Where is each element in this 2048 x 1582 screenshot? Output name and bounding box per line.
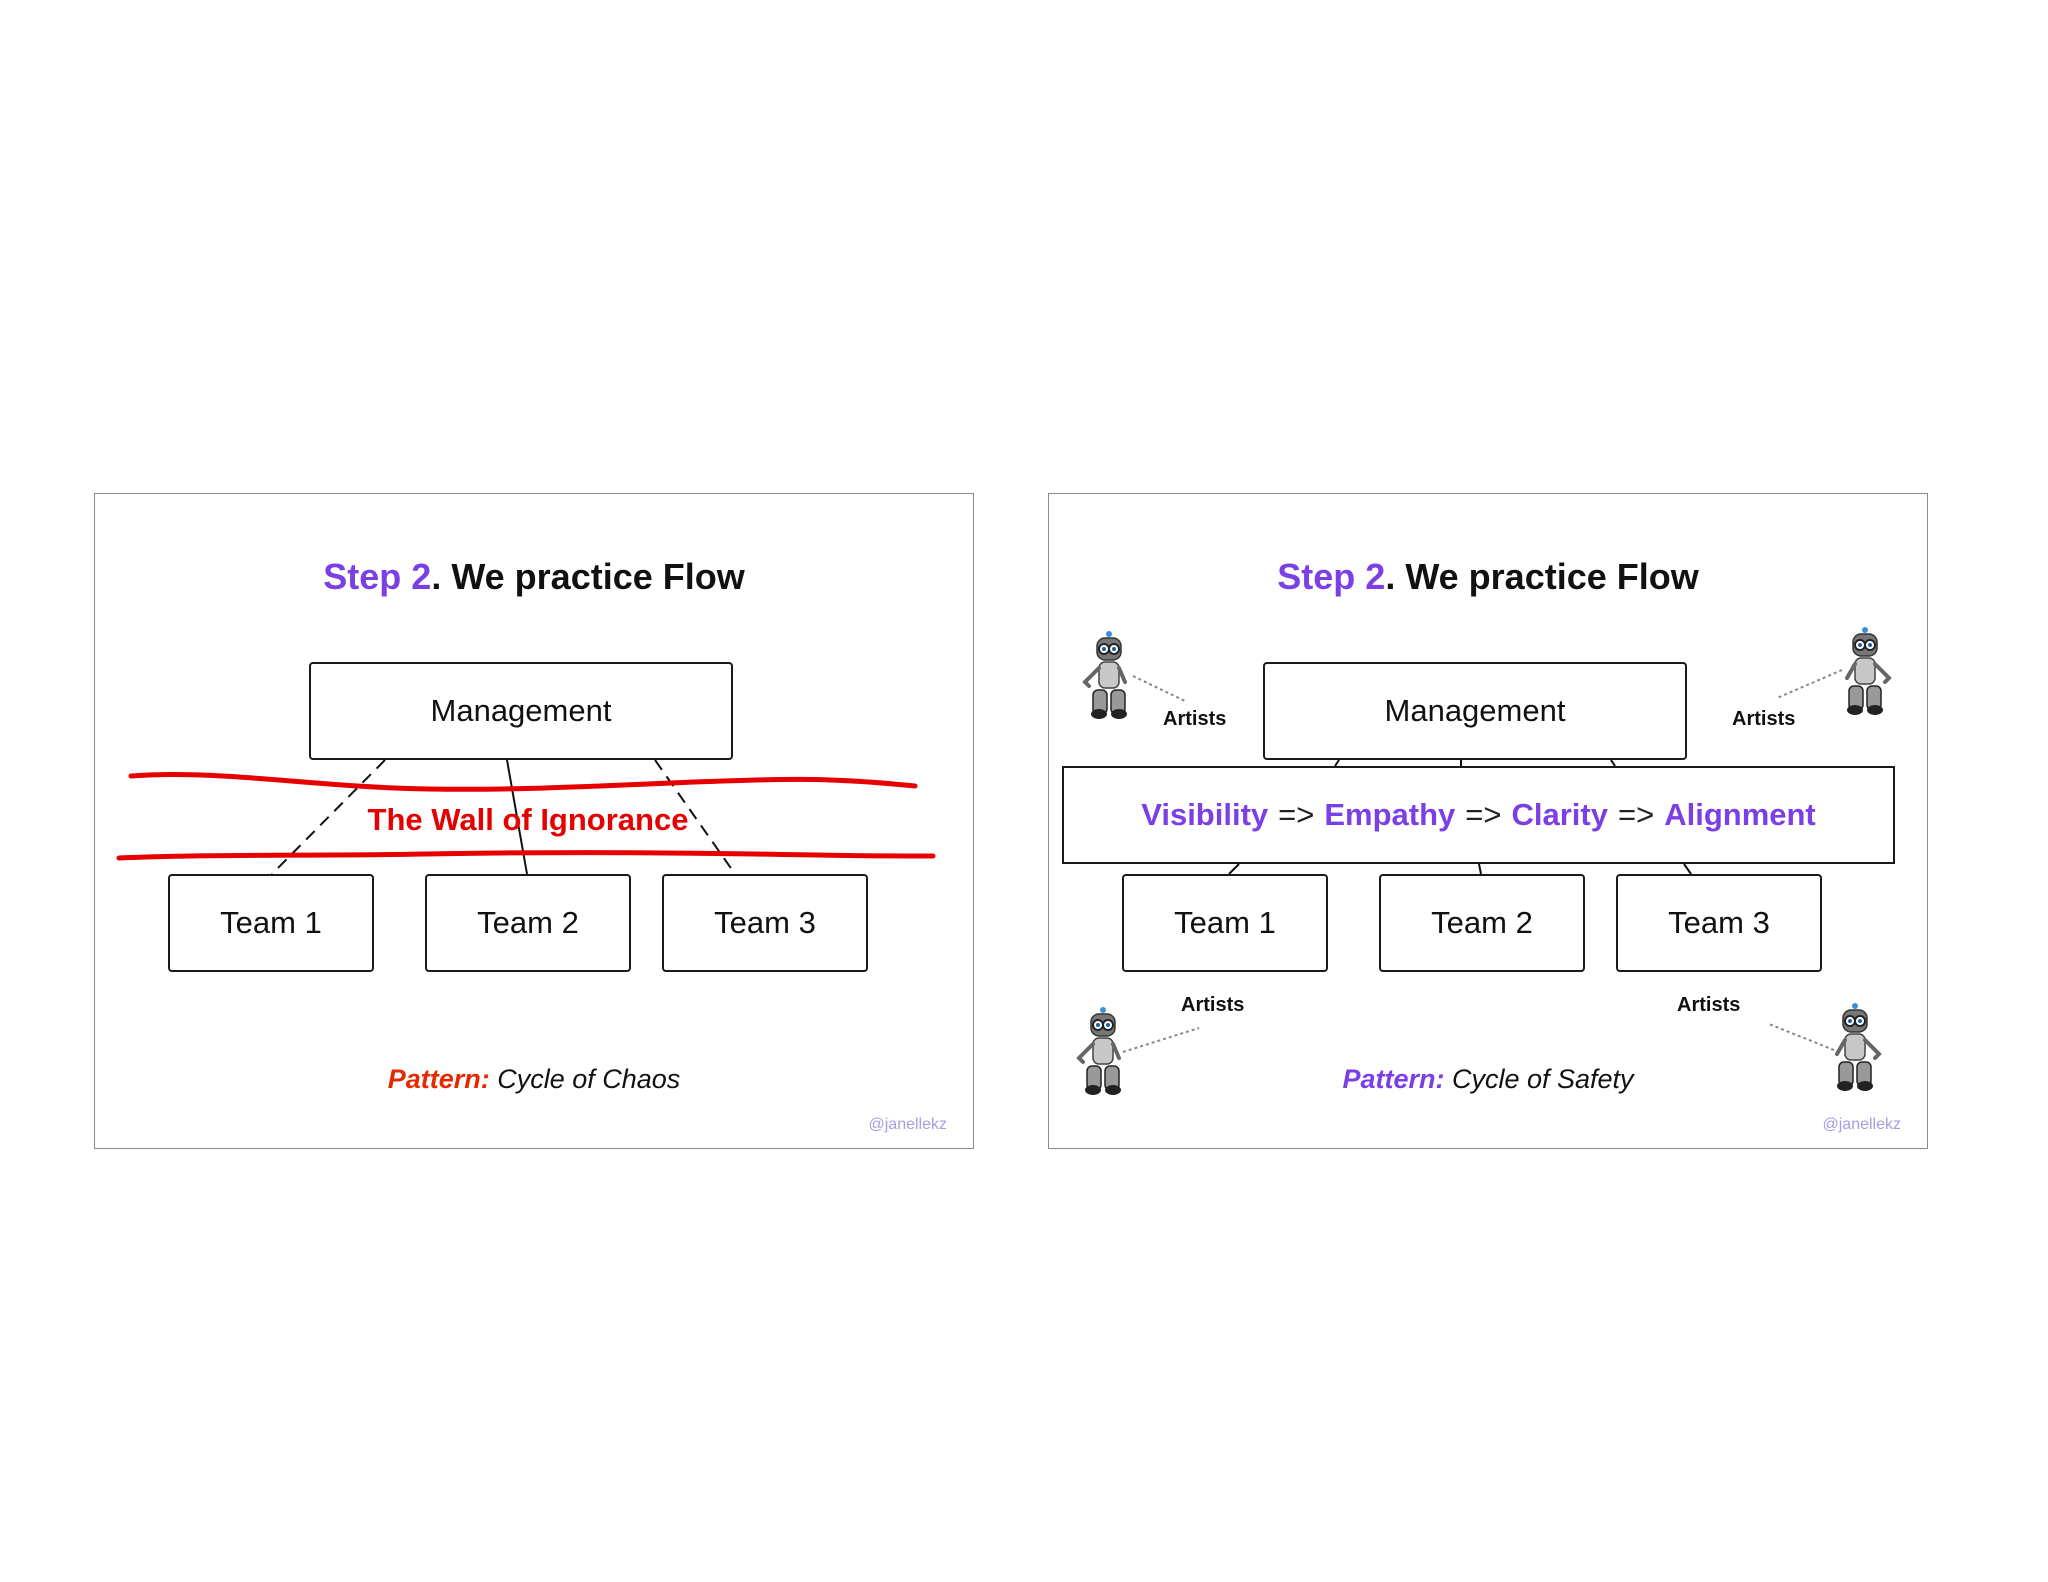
slide-title: Step 2. We practice Flow (95, 556, 973, 598)
wall-lines (116, 772, 936, 861)
team-1-box: Team 1 (1122, 874, 1328, 972)
value-visibility: Visibility (1141, 797, 1269, 832)
pointer-top-left (1132, 675, 1188, 703)
team-2-box: Team 2 (1379, 874, 1585, 972)
title-step: Step 2 (1277, 556, 1386, 597)
arrow-2: => (1465, 797, 1502, 832)
credit-handle: @janellekz (1822, 1116, 1902, 1133)
connector-mgmt-bar-1 (1334, 759, 1340, 767)
value-alignment: Alignment (1664, 797, 1816, 832)
slide-title: Step 2. We practice Flow (1049, 556, 1927, 598)
management-box: Management (1263, 662, 1687, 760)
value-empathy: Empathy (1324, 797, 1456, 832)
value-clarity: Clarity (1511, 797, 1608, 832)
connector-team1 (271, 759, 386, 875)
pointer-bottom-right (1768, 1023, 1835, 1051)
arrow-3: => (1617, 797, 1655, 832)
pattern-label: Pattern: (1342, 1064, 1445, 1094)
team-1-box: Team 1 (168, 874, 374, 972)
pointer-bottom-left (1122, 1027, 1200, 1053)
connector-bar-team2 (1478, 863, 1482, 875)
robot-icon (1082, 631, 1127, 719)
pattern-label: Pattern: (387, 1064, 490, 1094)
pattern-caption: Pattern: Cycle of Chaos (95, 1064, 973, 1095)
pointer-top-right (1776, 669, 1843, 699)
artists-label-bottom-left: Artists (1181, 994, 1245, 1016)
connector-lines (1122, 669, 1843, 1053)
artists-label-top-right: Artists (1732, 708, 1796, 730)
pattern-value: Cycle of Chaos (497, 1064, 681, 1094)
connector-mgmt-bar-3 (1610, 759, 1616, 767)
wall-of-ignorance-label: The Wall of Ignorance (367, 802, 689, 837)
robot-icon (1835, 1003, 1882, 1091)
robot-icon (1845, 627, 1892, 715)
connector-bar-team3 (1683, 863, 1692, 875)
pattern-caption: Pattern: Cycle of Safety (1049, 1064, 1927, 1095)
team-2-box: Team 2 (425, 874, 631, 972)
connector-team3 (654, 759, 736, 875)
robot-icon (1076, 1007, 1121, 1095)
connector-bar-team1 (1228, 863, 1240, 875)
arrow-1: => (1278, 797, 1315, 832)
pattern-value: Cycle of Safety (1451, 1064, 1634, 1094)
artists-label-bottom-right: Artists (1677, 994, 1741, 1016)
slide-cycle-of-chaos: Step 2. We practice Flow Management Team… (94, 493, 974, 1149)
credit-handle: @janellekz (868, 1116, 948, 1133)
values-bar: Visibility => Empathy => Clarity => Alig… (1062, 766, 1895, 864)
title-step: Step 2 (323, 556, 432, 597)
wall-line-top (128, 772, 918, 792)
slide-cycle-of-safety: Step 2. We practice Flow Management Visi… (1048, 493, 1928, 1149)
artists-label-top-left: Artists (1163, 708, 1227, 730)
team-3-box: Team 3 (1616, 874, 1822, 972)
management-box: Management (309, 662, 733, 760)
team-3-box: Team 3 (662, 874, 868, 972)
title-rest: . We practice Flow (431, 556, 745, 597)
wall-line-bottom (116, 850, 936, 861)
title-rest: . We practice Flow (1385, 556, 1699, 597)
